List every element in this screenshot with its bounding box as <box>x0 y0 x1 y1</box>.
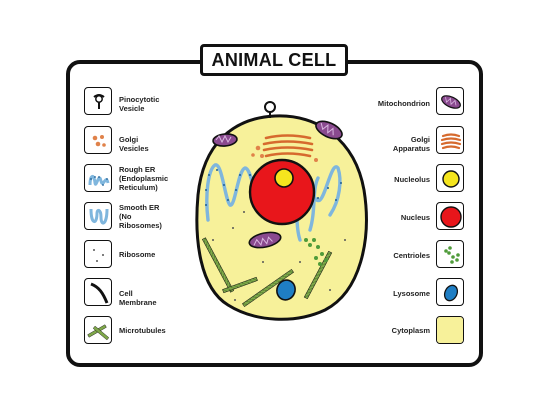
legend-label-nucleus: Nucleus <box>400 213 430 222</box>
legend-label-ribosome: Ribosome <box>119 250 156 259</box>
legend-label-nucleolus: Nucleolus <box>394 175 430 184</box>
microtubules-icon <box>84 316 112 344</box>
mitochondrion-left <box>212 133 238 147</box>
legend-label-cell-membrane: Cell Membrane <box>119 289 157 307</box>
ribosome-icon <box>84 240 112 268</box>
centrioles <box>304 238 328 266</box>
golgi-vesicles-icon <box>84 126 112 154</box>
golgi-apparatus-icon <box>436 126 464 154</box>
rough-er-ribosomes <box>205 169 342 206</box>
diagram-title: ANIMAL CELL <box>211 49 337 70</box>
nucleolus-icon <box>436 164 464 192</box>
legend-label-golgi-apparatus: Golgi Apparatus <box>392 135 430 153</box>
golgi-apparatus <box>262 134 314 158</box>
legend-label-golgi-vesicles: Golgi Vesicles <box>119 135 149 153</box>
rough-er-icon <box>84 164 112 192</box>
legend-label-pinocytotic-vesicle: Pinocytotic Vesicle <box>119 95 160 113</box>
microtubules <box>201 237 333 308</box>
cell-membrane-icon <box>84 278 112 306</box>
smooth-er-icon <box>84 202 112 230</box>
legend-label-centrioles: Centrioles <box>393 251 430 260</box>
mitochondrion-icon <box>436 87 464 115</box>
legend-label-lysosome: Lysosome <box>393 289 430 298</box>
cytoplasm-icon <box>436 316 464 344</box>
nucleolus <box>274 168 294 188</box>
lysosome <box>276 279 296 301</box>
pinocytotic-vesicle <box>264 101 276 118</box>
nucleus <box>248 158 316 226</box>
legend-label-smooth-er: Smooth ER (No Ribosomes) <box>119 203 162 230</box>
nucleus-icon <box>436 202 464 230</box>
pinocytotic-vesicle-icon <box>84 87 112 115</box>
legend-label-cytoplasm: Cytoplasm <box>391 326 430 335</box>
centrioles-icon <box>436 240 464 268</box>
mitochondrion-top <box>315 120 343 140</box>
golgi-vesicles <box>251 145 318 162</box>
legend-label-mitochondrion: Mitochondrion <box>377 99 430 108</box>
lysosome-icon <box>436 278 464 306</box>
title-box: ANIMAL CELL <box>200 44 348 76</box>
legend-label-rough-er: Rough ER (Endoplasmic Reticulum) <box>119 165 169 192</box>
legend-label-microtubules: Microtubules <box>119 326 166 335</box>
ribosomes <box>212 211 346 301</box>
mitochondrion-bottom <box>248 231 282 249</box>
